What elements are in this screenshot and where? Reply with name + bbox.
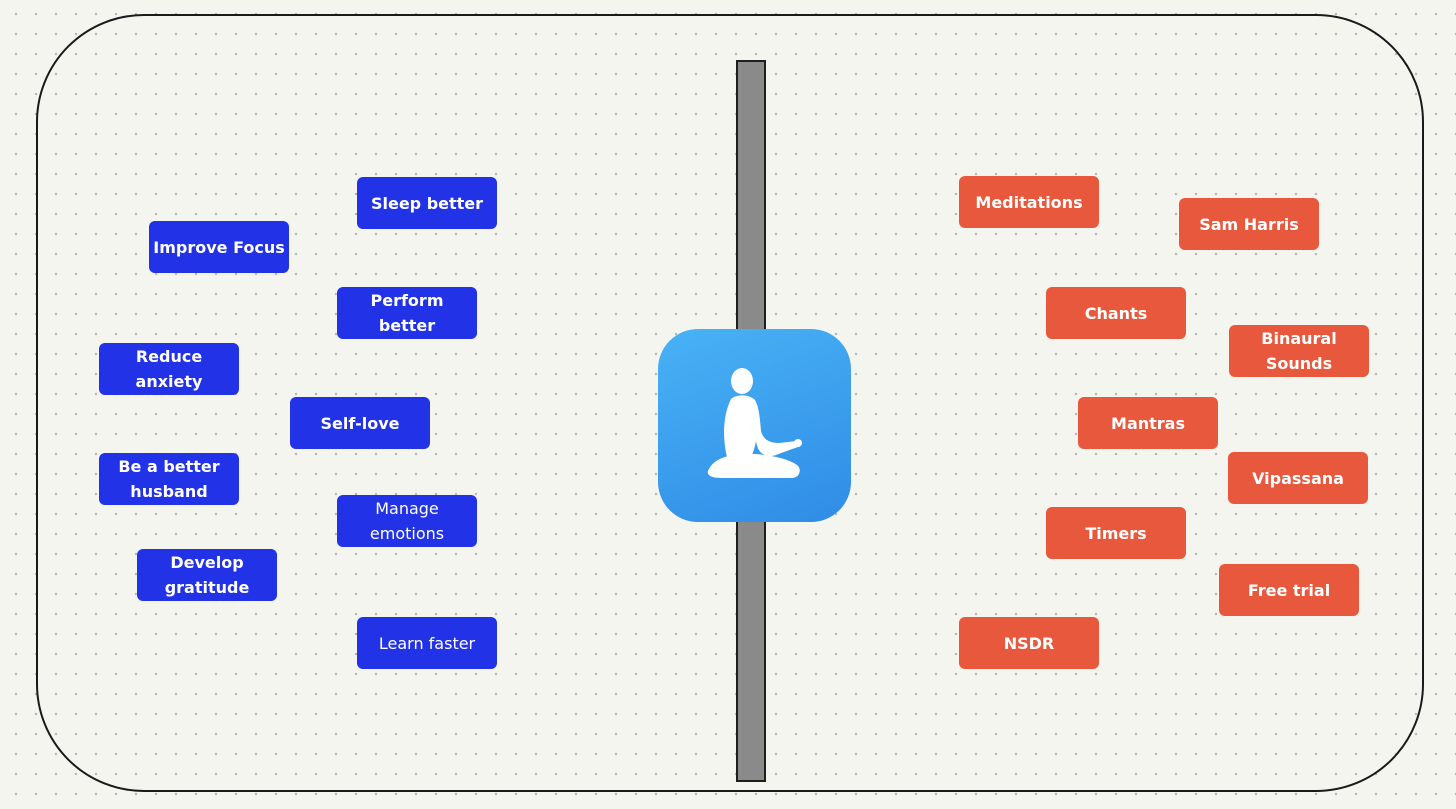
feature-chip-meditations: Meditations <box>959 176 1099 228</box>
goal-chip-self-love: Self-love <box>290 397 430 449</box>
feature-chip-binaural-sounds: Binaural Sounds <box>1229 325 1369 377</box>
feature-chip-timers: Timers <box>1046 507 1186 559</box>
feature-chip-nsdr: NSDR <box>959 617 1099 669</box>
goal-chip-better-husband: Be a better husband <box>99 453 239 505</box>
app-icon <box>658 329 851 522</box>
feature-chip-chants: Chants <box>1046 287 1186 339</box>
goal-chip-perform-better: Perform better <box>337 287 477 339</box>
goal-chip-manage-emotions: Manage emotions <box>337 495 477 547</box>
goal-chip-learn-faster: Learn faster <box>357 617 497 669</box>
feature-chip-free-trial: Free trial <box>1219 564 1359 616</box>
feature-chip-vipassana: Vipassana <box>1228 452 1368 504</box>
meditating-person-icon <box>707 367 802 478</box>
diagram-frame <box>36 14 1424 792</box>
goal-chip-reduce-anxiety: Reduce anxiety <box>99 343 239 395</box>
goal-chip-improve-focus: Improve Focus <box>149 221 289 273</box>
feature-chip-mantras: Mantras <box>1078 397 1218 449</box>
feature-chip-sam-harris: Sam Harris <box>1179 198 1319 250</box>
goal-chip-develop-gratitude: Develop gratitude <box>137 549 277 601</box>
goal-chip-sleep-better: Sleep better <box>357 177 497 229</box>
